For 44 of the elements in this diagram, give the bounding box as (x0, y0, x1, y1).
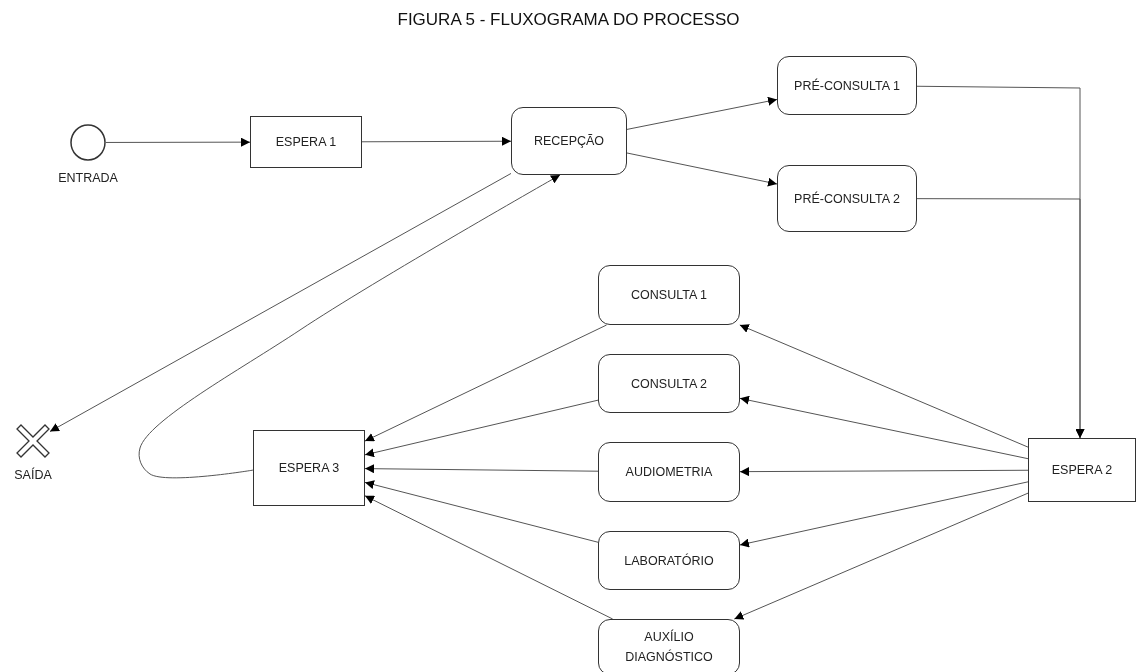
arrow (739, 467, 1029, 477)
arrow (739, 324, 1029, 448)
process-box (777, 56, 917, 115)
process-box (511, 107, 627, 175)
arrow (138, 174, 561, 479)
arrow (916, 198, 1085, 439)
node-label: ESPERA 3 (278, 460, 340, 477)
process-box (598, 354, 740, 413)
arrow (364, 324, 608, 442)
process-box (777, 165, 917, 232)
node-label: ESPERA 1 (275, 134, 337, 151)
process-box (598, 531, 740, 590)
arrow (626, 152, 778, 187)
process-box (598, 265, 740, 325)
node-label: CONSULTA 1 (631, 287, 707, 304)
waiting-box (253, 430, 365, 506)
arrow (626, 96, 778, 130)
node-label: PRÉ-CONSULTA 1 (794, 77, 900, 95)
node-caption: ENTRADA (58, 171, 118, 185)
node-label: PRÉ-CONSULTA 2 (794, 190, 900, 208)
start-circle (70, 124, 106, 161)
arrow (361, 136, 512, 146)
diagram-title: FIGURA 5 - FLUXOGRAMA DO PROCESSO (396, 10, 741, 30)
arrow (364, 495, 614, 620)
arrow (105, 137, 251, 147)
arrow (739, 481, 1029, 548)
arrow (733, 492, 1029, 620)
node-label: AUXÍLIO DIAGNÓSTICO (624, 628, 714, 666)
node-label: AUDIOMETRIA (625, 464, 713, 481)
arrow (364, 480, 599, 543)
process-box (598, 619, 740, 672)
node-label: CONSULTA 2 (631, 375, 707, 393)
waiting-box (250, 116, 362, 168)
arrow (739, 395, 1029, 460)
arrow (364, 464, 599, 474)
node-label: RECEPÇÃO (533, 133, 605, 150)
node-label: ESPERA 2 (1051, 462, 1113, 479)
node-label: LABORATÓRIO (624, 552, 714, 570)
waiting-box (1028, 438, 1136, 502)
end-cross (16, 424, 50, 458)
process-box (598, 442, 740, 502)
arrow (364, 399, 599, 458)
node-caption: SAÍDA (14, 468, 52, 482)
arrow (49, 172, 512, 432)
